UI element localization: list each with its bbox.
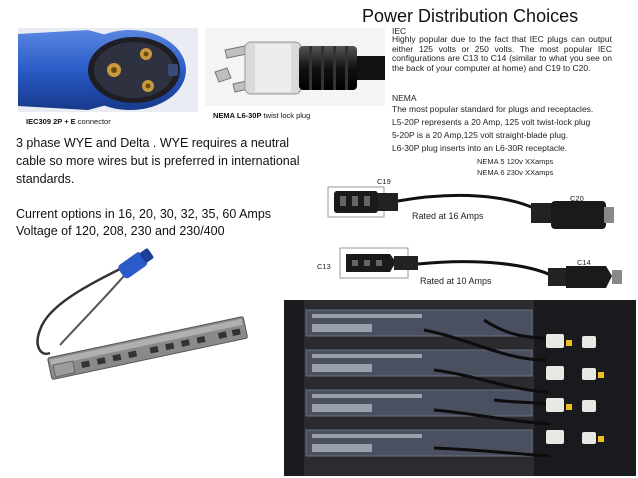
- iec309-connector-image: [18, 28, 198, 112]
- nema-line-3: 5-20P is a 20 Amp,125 volt straight-blad…: [392, 130, 569, 140]
- nema-l6-30p-caption: NEMA L6-30P twist lock plug: [213, 111, 311, 120]
- nema6-rating: NEMA 6 230v XXamps: [477, 168, 554, 177]
- nema5-rating: NEMA 5 120v XXamps: [477, 157, 554, 166]
- wye-delta-description: 3 phase WYE and Delta . WYE requires a n…: [16, 136, 300, 186]
- iec-description: Highly popular due to the fact that IEC …: [392, 34, 612, 73]
- iec-heading: IEC: [392, 26, 407, 36]
- c19-label: C19: [377, 177, 391, 186]
- nema-line-1: The most popular standard for plugs and …: [392, 104, 594, 114]
- rated-16-amps: Rated at 16 Amps: [412, 211, 484, 221]
- c20-label: C20: [570, 194, 584, 203]
- c19-c20-cable-image: [327, 186, 614, 229]
- voltage-options: Voltage of 120, 208, 230 and 230/400: [16, 224, 225, 238]
- page-title: Power Distribution Choices: [362, 6, 579, 26]
- c14-label: C14: [577, 258, 591, 267]
- nema-l6-30p-plug-image: [205, 28, 385, 106]
- nema-heading: NEMA: [392, 93, 417, 103]
- rated-10-amps: Rated at 10 Amps: [420, 276, 492, 286]
- c13-c14-cable-image: [339, 247, 622, 288]
- pdu-power-strip-image: [36, 248, 248, 380]
- nema-line-4: L6-30P plug inserts into an L6-30R recep…: [392, 143, 568, 153]
- c13-label: C13: [317, 262, 331, 271]
- server-rack-photo: [284, 300, 636, 476]
- iec309-caption: IEC309 2P + E connector: [26, 117, 111, 126]
- current-options: Current options in 16, 20, 30, 32, 35, 6…: [16, 207, 272, 221]
- nema-line-2: L5-20P represents a 20 Amp, 125 volt twi…: [392, 117, 591, 127]
